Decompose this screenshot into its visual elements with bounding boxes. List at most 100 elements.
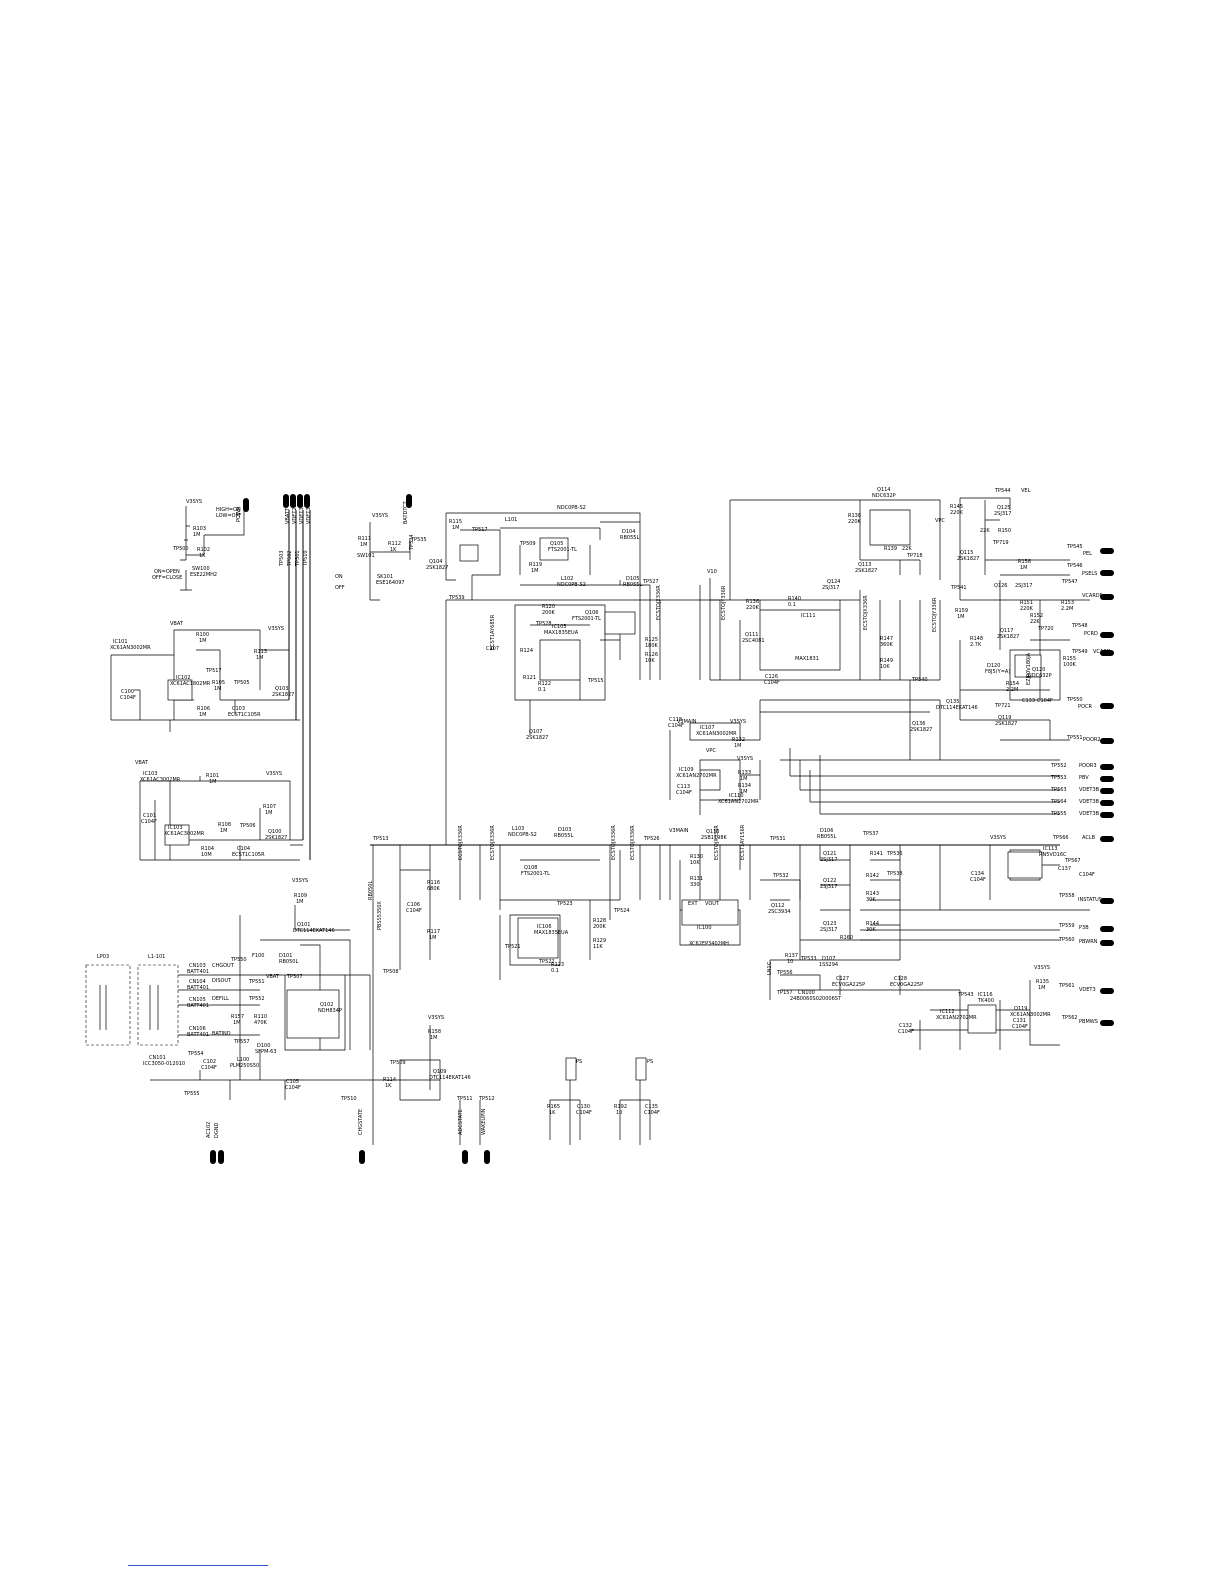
component-label: V3SYS <box>1034 965 1050 971</box>
component-label: 220K <box>746 605 760 611</box>
component-label: VPC <box>706 748 716 754</box>
component-label: 24B0060S020006ST <box>790 996 842 1002</box>
component-label: C126 <box>765 674 778 680</box>
component-label: NDC632P <box>1028 673 1052 679</box>
component-label: C104F <box>1079 872 1095 878</box>
component-label: 470K <box>254 1020 268 1026</box>
net-label: ECSTOJX336R <box>656 585 662 620</box>
component-label: NDH834P <box>318 1008 342 1014</box>
component-label: 0.1 <box>788 602 796 608</box>
component-label: 1K <box>199 553 206 559</box>
net-label: TP503 <box>279 550 285 567</box>
net-label: ECSTOJY336R <box>721 585 727 620</box>
component-label: C104F <box>1012 1024 1028 1030</box>
component-label: Q136 <box>912 721 925 727</box>
component-label: 2.7K <box>970 642 982 648</box>
component-label: R165 <box>547 1104 560 1110</box>
net-label: TP501 <box>295 550 301 567</box>
component-label: RB055L <box>620 535 639 541</box>
component-label: TP566 <box>1052 835 1069 841</box>
net-label: POWR <box>236 506 242 522</box>
component-label: 220K <box>950 510 964 516</box>
component-label: TP531 <box>769 836 786 842</box>
component-label: C134 <box>971 871 984 877</box>
component-label: R160 <box>840 935 853 941</box>
component-label: IC100 <box>697 925 712 931</box>
component-label: 22K <box>980 528 990 534</box>
component-label: 1M <box>1038 985 1046 991</box>
component-label: POOR2 <box>1083 737 1101 743</box>
component-label: DISOUT <box>212 978 232 984</box>
component-label: 2SJ317 <box>820 884 837 890</box>
component-label: TP558 <box>1058 893 1075 899</box>
component-label: TP559 <box>1058 923 1075 929</box>
component-label: XC61AN2702MR <box>936 1015 977 1021</box>
component-label: V3SYS <box>737 756 753 762</box>
component-label: XC61AN3002MR <box>110 645 151 651</box>
component-label: C132 <box>899 1023 912 1029</box>
component-label: V3SYS <box>268 626 284 632</box>
component-label: C127 <box>836 976 849 982</box>
component-label: D107 <box>822 956 835 962</box>
component-label: IC113 <box>1043 846 1058 852</box>
component-label: LP03 <box>97 954 109 960</box>
component-label: R157 <box>231 1014 244 1020</box>
component-label: 1M <box>296 899 304 905</box>
component-label: 1M <box>734 743 742 749</box>
component-label: TP547 <box>1061 579 1078 585</box>
component-label: FTS2001-TL <box>572 616 601 622</box>
component-label: DTC114EKAT146 <box>429 1075 471 1081</box>
component-label: 2SJ317 <box>820 857 837 863</box>
component-label: Q105 <box>550 541 563 547</box>
component-label: C104F <box>764 680 780 686</box>
component-label: OFF=CLOSE <box>152 575 182 581</box>
component-label: TP536 <box>886 851 903 857</box>
component-label: TP505 <box>233 680 250 686</box>
component-label: 1M <box>193 532 201 538</box>
component-label: TP535 <box>410 537 427 543</box>
wiring <box>85 497 1090 1145</box>
component-label: IC105 <box>552 624 567 630</box>
component-label: 2SC4081 <box>742 638 765 644</box>
net-label: AC102 <box>206 1122 212 1138</box>
component-label: Q113 <box>858 562 871 568</box>
component-label: ICC3050-012010 <box>143 1061 185 1067</box>
component-label: R139 <box>884 546 897 552</box>
component-label: IC110 <box>729 793 744 799</box>
component-label: 2.2M <box>1061 606 1073 612</box>
component-label: D120 <box>987 663 1000 669</box>
component-label: 2.2M <box>1006 687 1018 693</box>
component-label: F100 <box>252 953 264 959</box>
component-label: R123 <box>551 962 564 968</box>
net-label: CHGSTATE <box>358 1109 364 1135</box>
component-label: 2SK1827 <box>957 556 979 562</box>
component-label: DTC114EKAT146 <box>936 705 978 711</box>
component-label: TP563 <box>1050 787 1067 793</box>
component-label: BATT401 <box>187 969 209 975</box>
component-label: R131 <box>690 876 703 882</box>
component-label: D106 <box>820 828 833 834</box>
component-label: R128 <box>593 918 606 924</box>
component-label: C104F <box>1037 698 1053 704</box>
component-label: R126 <box>645 652 658 658</box>
component-label: TP521 <box>504 944 521 950</box>
net-label: VDET2B <box>292 503 298 524</box>
component-label: D103 <box>558 827 571 833</box>
net-label: ECSTOJX336R <box>490 825 496 860</box>
component-label: PEL <box>1083 551 1092 557</box>
component-label: R138 <box>848 513 861 519</box>
component-label: R147 <box>880 636 893 642</box>
component-label: 680K <box>427 886 441 892</box>
component-label: TP157 <box>776 990 793 996</box>
component-label: DTC114EKAT146 <box>293 928 335 934</box>
component-label: CN101 <box>149 1055 166 1061</box>
component-label: VBAT <box>135 760 149 766</box>
component-label: V10 <box>707 569 717 575</box>
component-label: R192 <box>614 1104 627 1110</box>
component-label: C104F <box>120 695 136 701</box>
component-label: TP539 <box>448 595 465 601</box>
component-label: R105 <box>212 680 225 686</box>
component-label: VDET3B <box>1079 787 1100 793</box>
